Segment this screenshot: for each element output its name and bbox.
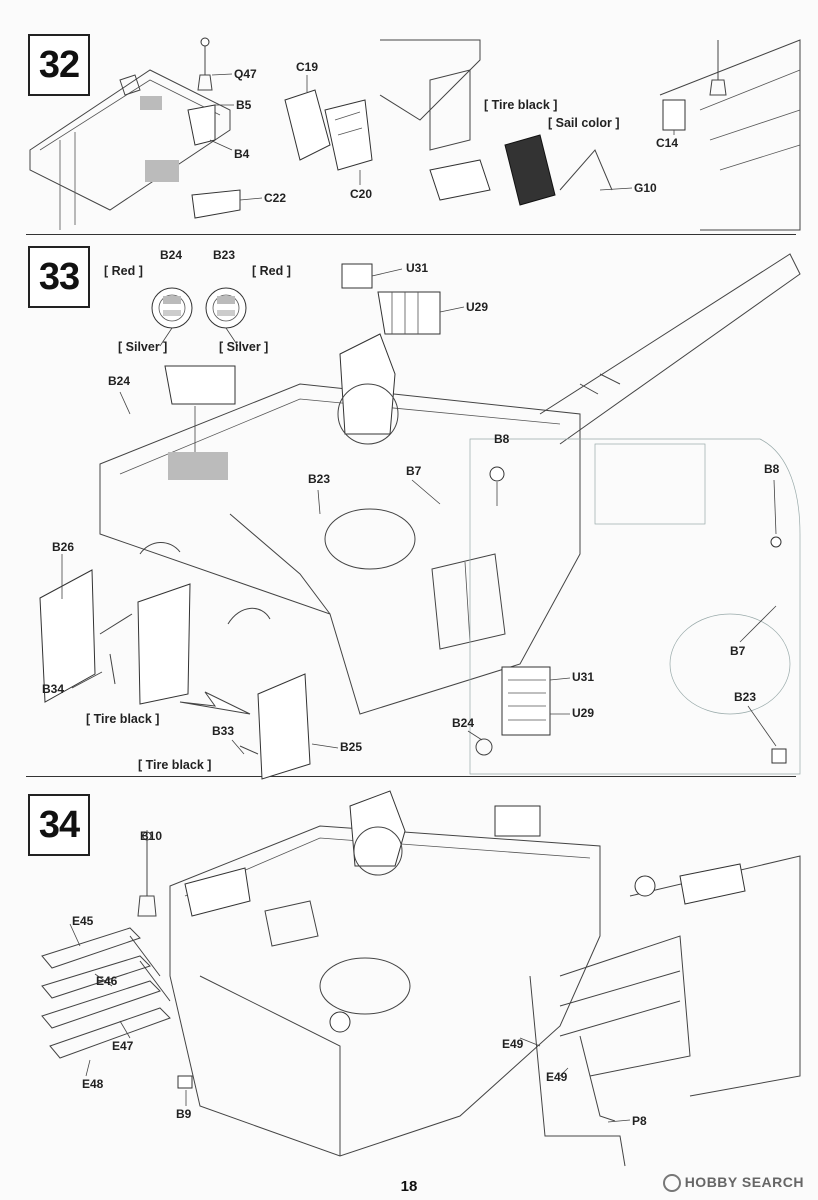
part-label-b25: B25 bbox=[340, 740, 363, 754]
step-34-drawing bbox=[41, 790, 801, 1167]
watermark: HOBBY SEARCH bbox=[662, 1174, 804, 1193]
part-label-c22: C22 bbox=[264, 191, 287, 205]
detail-label-b7: B7 bbox=[730, 644, 746, 658]
page-number: 18 bbox=[400, 1178, 418, 1195]
part-label-b24-hull: B24 bbox=[108, 374, 131, 388]
step-number-34: 34 bbox=[28, 794, 90, 856]
step-separator-32 bbox=[26, 234, 796, 235]
step-33-panel: 33 bbox=[0, 234, 818, 780]
part-label-c20: C20 bbox=[350, 187, 373, 201]
part-label-b5: B5 bbox=[236, 98, 252, 112]
step-34-panel: 34 bbox=[0, 776, 818, 1172]
part-label-b24-gauge: B24 bbox=[160, 248, 183, 262]
paint-note-tire-black-2: [ Tire black ] bbox=[138, 758, 212, 772]
part-label-b9: B9 bbox=[176, 1107, 192, 1121]
part-label-e48: E48 bbox=[82, 1077, 104, 1091]
part-label-b23-gauge: B23 bbox=[213, 248, 236, 262]
part-label-e47: E47 bbox=[112, 1039, 134, 1053]
paint-note-tire-black-1: [ Tire black ] bbox=[86, 712, 160, 726]
paint-note-silver-left: [ Silver ] bbox=[118, 340, 168, 354]
part-label-e49-upper: E49 bbox=[502, 1037, 524, 1051]
part-label-b34: B34 bbox=[42, 682, 65, 696]
part-label-b7-hull: B7 bbox=[406, 464, 422, 478]
part-label-b10: B10 bbox=[140, 829, 163, 843]
part-label-q47: Q47 bbox=[234, 67, 257, 81]
part-label-b4: B4 bbox=[234, 147, 250, 161]
part-label-u29: U29 bbox=[466, 300, 489, 314]
step-separator-33 bbox=[26, 776, 796, 777]
detail-label-b8: B8 bbox=[764, 462, 780, 476]
step-32-panel: 32 bbox=[0, 0, 818, 234]
step-32-drawing bbox=[29, 37, 801, 231]
detail-label-b24: B24 bbox=[452, 716, 475, 730]
step-33-drawing bbox=[39, 253, 801, 780]
step-number-33: 33 bbox=[28, 246, 90, 308]
part-label-b26: B26 bbox=[52, 540, 75, 554]
paint-note-silver-right: [ Silver ] bbox=[219, 340, 269, 354]
part-label-p8: P8 bbox=[632, 1114, 647, 1128]
paint-note-red-right: [ Red ] bbox=[252, 264, 291, 278]
part-label-b8-hull: B8 bbox=[494, 432, 510, 446]
part-label-e49-lower: E49 bbox=[546, 1070, 568, 1084]
detail-label-b23: B23 bbox=[734, 690, 757, 704]
detail-label-u29: U29 bbox=[572, 706, 595, 720]
part-label-c14: C14 bbox=[656, 136, 679, 150]
part-label-b33: B33 bbox=[212, 724, 235, 738]
part-label-e46: E46 bbox=[96, 974, 118, 988]
detail-label-u31: U31 bbox=[572, 670, 595, 684]
hobbysearch-logo-icon bbox=[662, 1174, 681, 1193]
paint-note-sail-color: [ Sail color ] bbox=[548, 116, 620, 130]
part-label-g10: G10 bbox=[634, 181, 657, 195]
part-label-e45: E45 bbox=[72, 914, 94, 928]
part-label-u31: U31 bbox=[406, 261, 429, 275]
part-label-c19: C19 bbox=[296, 60, 319, 74]
part-label-b23-hull: B23 bbox=[308, 472, 331, 486]
paint-note-red-left: [ Red ] bbox=[104, 264, 143, 278]
watermark-text: HOBBY SEARCH bbox=[684, 1174, 804, 1190]
step-number-32: 32 bbox=[28, 34, 90, 96]
paint-note-tire-black: [ Tire black ] bbox=[484, 98, 558, 112]
